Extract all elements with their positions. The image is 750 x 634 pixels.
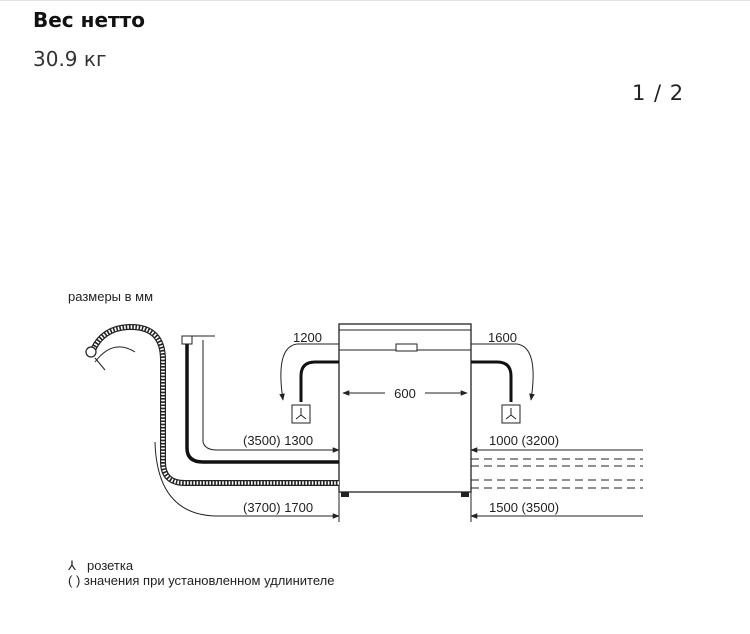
right-power-cord: 1600 bbox=[471, 330, 535, 424]
dim-left-top-label: 1200 bbox=[293, 330, 322, 345]
spec-label: Вес нетто bbox=[33, 8, 145, 32]
inlet-hose: (3500) 1300 bbox=[181, 335, 340, 464]
drain-hose: (3700) 1700 bbox=[85, 323, 340, 519]
gallery-pager: 1 / 2 bbox=[632, 81, 685, 105]
dimension-diagram-svg: размеры в мм 600 1200 bbox=[67, 289, 643, 588]
dimension-diagram[interactable]: размеры в мм 600 1200 bbox=[65, 282, 680, 598]
legend-socket-text: розетка bbox=[87, 558, 134, 573]
socket-symbol-icon: ⅄ bbox=[67, 558, 76, 573]
dim-left-bottom-label: (3700) 1700 bbox=[243, 500, 313, 515]
dishwasher-outline bbox=[338, 323, 472, 497]
width-dimension: 600 bbox=[342, 386, 468, 401]
dim-right-bottom-label: 1500 (3500) bbox=[489, 500, 559, 515]
dim-right-middle-label: 1000 (3200) bbox=[489, 433, 559, 448]
top-divider bbox=[0, 0, 750, 1]
dim-right-top-label: 1600 bbox=[488, 330, 517, 345]
diagram-header: размеры в мм bbox=[68, 289, 153, 304]
legend-extension-text: ( ) значения при установленном удлинител… bbox=[68, 573, 334, 588]
diagram-legend: ⅄ розетка ( ) значения при установленном… bbox=[67, 558, 334, 588]
left-power-cord: 1200 bbox=[279, 330, 339, 424]
dim-left-middle-label: (3500) 1300 bbox=[243, 433, 313, 448]
spec-value: 30.9 кг bbox=[33, 47, 107, 71]
right-extensions: 1000 (3200) 1500 (3500) bbox=[338, 433, 643, 522]
dim-width-label: 600 bbox=[394, 386, 416, 401]
